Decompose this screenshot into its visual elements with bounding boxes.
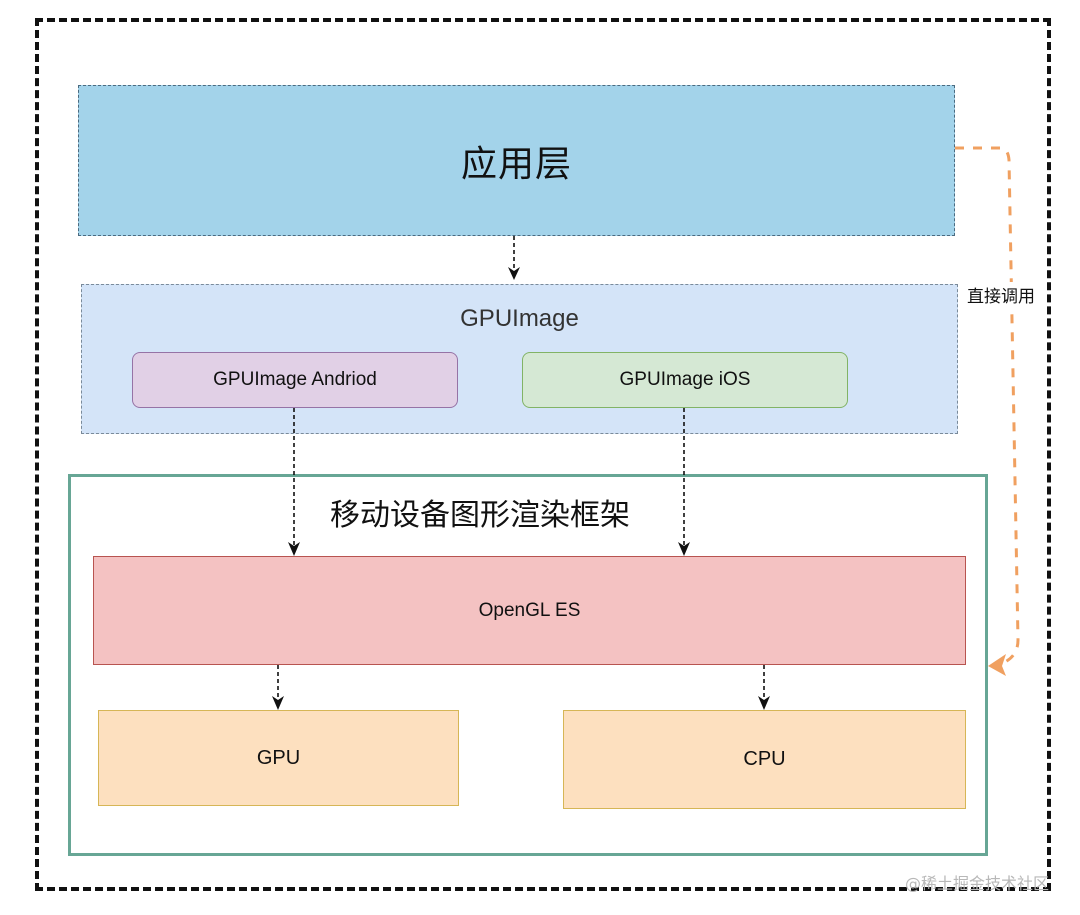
watermark: @稀土掘金技术社区 (905, 874, 1050, 893)
cpu-label: CPU (743, 748, 786, 770)
gpuimage-android-label: GPUImage Andriod (213, 369, 377, 390)
render-framework-frame (68, 474, 988, 856)
opengl-es-label: OpenGL ES (478, 599, 581, 621)
cpu-box: CPU (563, 710, 966, 809)
app-layer-label: 应用层 (460, 143, 572, 185)
gpuimage-ios-box: GPUImage iOS (522, 352, 848, 408)
direct-call-label: 直接调用 (966, 282, 1036, 307)
gpuimage-ios-label: GPUImage iOS (619, 369, 751, 390)
app-layer-box: 应用层 (78, 85, 955, 236)
opengl-es-box: OpenGL ES (93, 556, 966, 665)
gpu-label: GPU (256, 746, 301, 769)
gpu-box: GPU (98, 710, 459, 806)
gpuimage-title: GPUImage (460, 305, 579, 332)
render-framework-title: 移动设备图形渲染框架 (330, 498, 630, 533)
outer-boundary-frame (35, 18, 1051, 891)
gpuimage-android-box: GPUImage Andriod (132, 352, 458, 408)
